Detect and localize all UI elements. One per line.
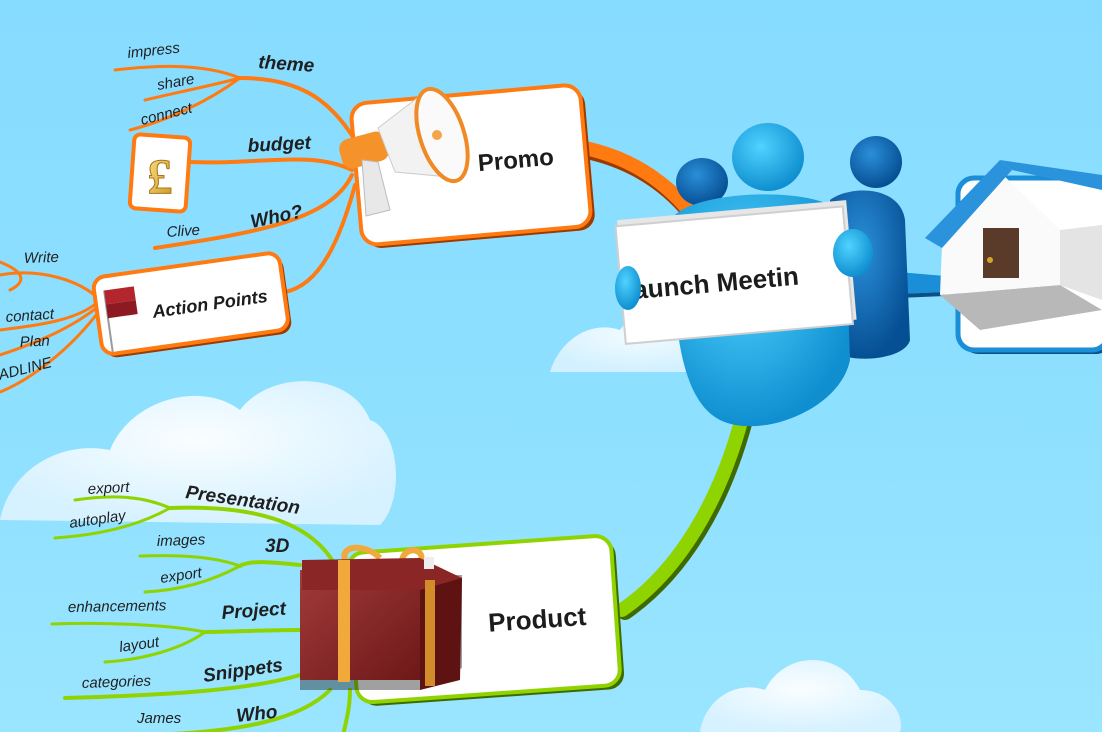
promo-node[interactable]: Promo bbox=[337, 83, 596, 250]
topic-who-product[interactable]: Who bbox=[235, 702, 278, 727]
topic-who[interactable]: Who? bbox=[249, 201, 305, 233]
topic-3d[interactable]: 3D bbox=[265, 536, 290, 557]
red-flag-icon bbox=[103, 286, 138, 353]
gift-box-icon bbox=[300, 544, 462, 690]
subtopic-export-3d[interactable]: export bbox=[159, 564, 203, 587]
subtopic-plan[interactable]: Plan bbox=[19, 332, 50, 351]
subtopic-clive[interactable]: Clive bbox=[166, 222, 200, 241]
subtopic-enhancements[interactable]: enhancements bbox=[68, 597, 167, 616]
topic-project[interactable]: Project bbox=[221, 598, 287, 623]
hand-right bbox=[833, 229, 873, 277]
svg-text:£: £ bbox=[148, 148, 173, 204]
subtopic-images[interactable]: images bbox=[157, 531, 206, 550]
central-node[interactable]: aunch Meetin bbox=[614, 123, 910, 427]
subtopic-write[interactable]: Write bbox=[24, 249, 60, 267]
topic-theme[interactable]: theme bbox=[258, 52, 316, 77]
subtopic-categories[interactable]: categories bbox=[82, 673, 152, 692]
subtopic-headline[interactable]: ADLINE bbox=[0, 354, 55, 384]
subtopic-impress[interactable]: impress bbox=[127, 40, 181, 62]
subtopic-export[interactable]: export bbox=[87, 479, 130, 498]
pound-sign-icon: £ bbox=[127, 132, 193, 214]
subtopic-share[interactable]: share bbox=[156, 71, 196, 94]
promo-label: Promo bbox=[477, 144, 555, 178]
subtopic-james[interactable]: James bbox=[136, 710, 182, 727]
subtopic-layout[interactable]: layout bbox=[118, 633, 161, 656]
megaphone-icon bbox=[339, 86, 470, 217]
product-label: Product bbox=[487, 601, 587, 638]
hand-left bbox=[615, 266, 641, 310]
topic-budget[interactable]: budget bbox=[247, 133, 312, 157]
product-branch-lines bbox=[50, 411, 753, 732]
home-node[interactable] bbox=[925, 160, 1102, 354]
cloud-decoration bbox=[700, 660, 901, 732]
subtopic-connect[interactable]: connect bbox=[139, 99, 195, 128]
subtopic-contact[interactable]: contact bbox=[5, 306, 55, 326]
product-node[interactable]: Product bbox=[300, 534, 625, 707]
central-sign: aunch Meetin bbox=[614, 200, 857, 345]
cloud-decoration bbox=[0, 381, 397, 525]
house-icon bbox=[925, 160, 1102, 330]
action-points-node[interactable]: Action Points bbox=[91, 251, 293, 359]
